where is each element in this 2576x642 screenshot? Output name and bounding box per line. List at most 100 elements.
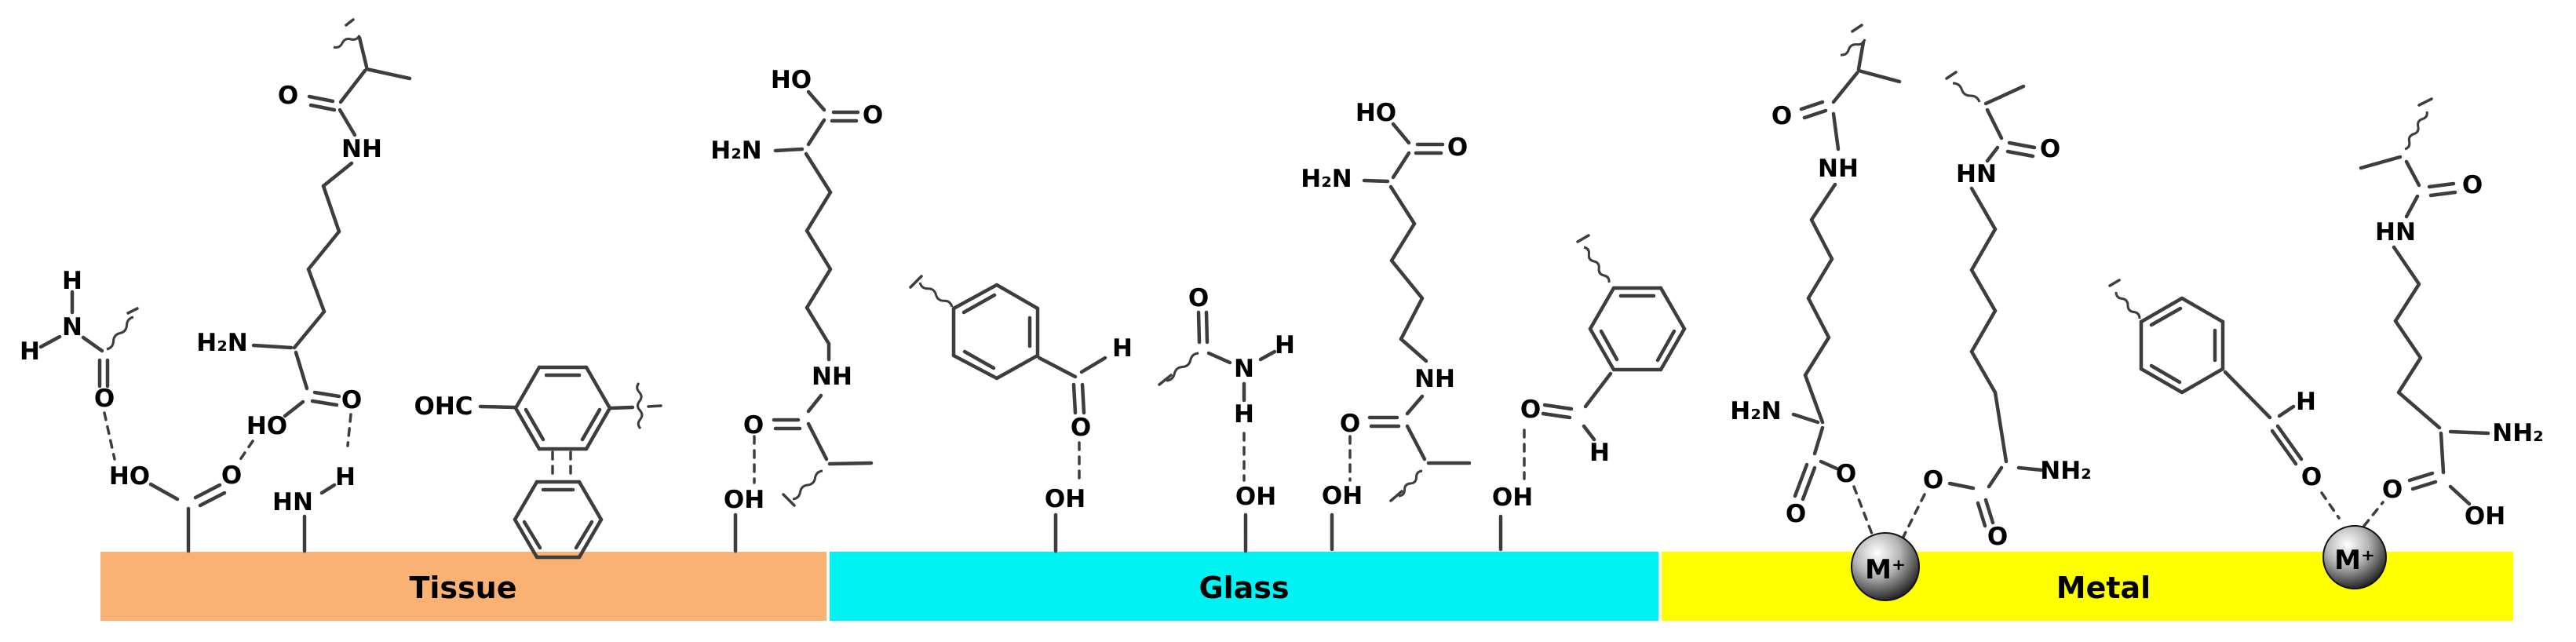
bond <box>961 293 997 315</box>
cut-tick <box>2108 279 2121 287</box>
hydrogen-bond-dashed <box>236 440 254 465</box>
bond <box>962 349 996 370</box>
cut-tick <box>1945 71 1958 80</box>
atom-label: O <box>2382 476 2403 504</box>
atom-label: H₂N <box>1301 165 1352 193</box>
bond <box>2180 367 2225 395</box>
bond <box>1969 268 1998 313</box>
atom-label: HO <box>1356 99 1396 127</box>
bond <box>1856 68 1902 84</box>
surface-label-metal: Metal <box>2056 571 2151 605</box>
bond <box>1856 40 1866 71</box>
atom-label: H <box>1275 331 1295 359</box>
cut-tick <box>647 404 662 408</box>
bond <box>577 480 604 522</box>
bond <box>2410 480 2438 491</box>
hydrogen-bond-dashed <box>1899 493 1926 543</box>
bond <box>805 267 833 310</box>
atom-label: O <box>1447 133 1468 162</box>
atom-label: O <box>1771 102 1792 130</box>
atom-label: N <box>62 313 82 341</box>
bond <box>1806 296 1831 340</box>
wavy-cut-bond <box>106 316 134 351</box>
atom-label: NH <box>341 135 382 163</box>
atom-label: HN <box>272 488 313 516</box>
bond <box>307 94 335 104</box>
atom-label: OH <box>1322 482 1363 510</box>
bond <box>2448 429 2490 436</box>
bond <box>1831 111 1841 151</box>
bond <box>1388 184 1417 226</box>
bond <box>951 353 999 381</box>
atom-label: NH₂ <box>2040 457 2091 485</box>
bond <box>1802 108 1828 120</box>
bond <box>2404 159 2421 188</box>
bond <box>524 407 545 442</box>
bond <box>1983 84 2026 106</box>
wavy-cut-bond <box>1583 246 1611 283</box>
bond <box>1655 329 1677 363</box>
atom-label: OH <box>1235 483 1276 511</box>
atom-label: O <box>743 411 764 440</box>
cut-tick <box>1851 24 1863 33</box>
bond <box>338 108 357 137</box>
bond <box>2448 484 2472 506</box>
atom-label: H <box>2296 388 2316 416</box>
hydrogen-bond-dashed <box>2320 491 2341 520</box>
bond <box>805 305 831 346</box>
bond <box>148 482 180 502</box>
bond <box>513 517 539 560</box>
atom-label: O <box>2301 463 2322 491</box>
bond <box>2139 296 2184 324</box>
bond <box>1405 424 1427 461</box>
bond <box>2270 429 2298 466</box>
bond <box>2393 319 2423 360</box>
surface-label-glass: Glass <box>1199 571 1289 605</box>
atom-label: O <box>1987 523 2008 551</box>
cut-tick <box>1576 234 1590 243</box>
bond <box>1204 310 1210 345</box>
bond <box>1793 462 1809 498</box>
bond <box>1599 329 1619 362</box>
bond <box>2223 370 2272 420</box>
bond <box>338 68 367 104</box>
atom-label: OH <box>1492 483 1533 512</box>
bond <box>1831 71 1859 104</box>
hydrogen-bond-dashed <box>346 413 352 447</box>
bond <box>805 228 833 272</box>
bond <box>2359 155 2403 170</box>
bond <box>357 35 369 69</box>
bond <box>804 151 833 195</box>
bond <box>2393 282 2421 323</box>
bond <box>2428 190 2457 198</box>
bond <box>1080 382 1086 415</box>
atom-label: NH₂ <box>2492 419 2543 447</box>
bond <box>306 229 341 272</box>
atom-label: NH <box>812 363 852 391</box>
atom-label: HN <box>2375 218 2416 246</box>
metal-ion-2: M⁺ <box>2322 525 2387 589</box>
bond <box>827 461 874 466</box>
bond <box>364 67 412 81</box>
bond <box>1969 227 1998 272</box>
cut-tick <box>782 493 796 507</box>
bond <box>1588 286 1616 331</box>
atom-label: O <box>1071 414 1091 442</box>
surface-bar-tissue <box>100 552 826 621</box>
cut-tick <box>345 18 355 27</box>
atom-label: OHC <box>414 392 473 421</box>
wavy-cut-bond <box>2114 291 2141 319</box>
atom-label: H <box>20 337 40 366</box>
atom-label: OH <box>1045 485 1085 513</box>
bond <box>574 520 594 550</box>
bond <box>2396 356 2423 395</box>
bond <box>1588 326 1616 372</box>
bond <box>584 406 612 451</box>
bond <box>2007 140 2037 150</box>
atom-label: O <box>1786 500 1806 528</box>
pi-stack-tissue: OHC <box>414 365 662 560</box>
